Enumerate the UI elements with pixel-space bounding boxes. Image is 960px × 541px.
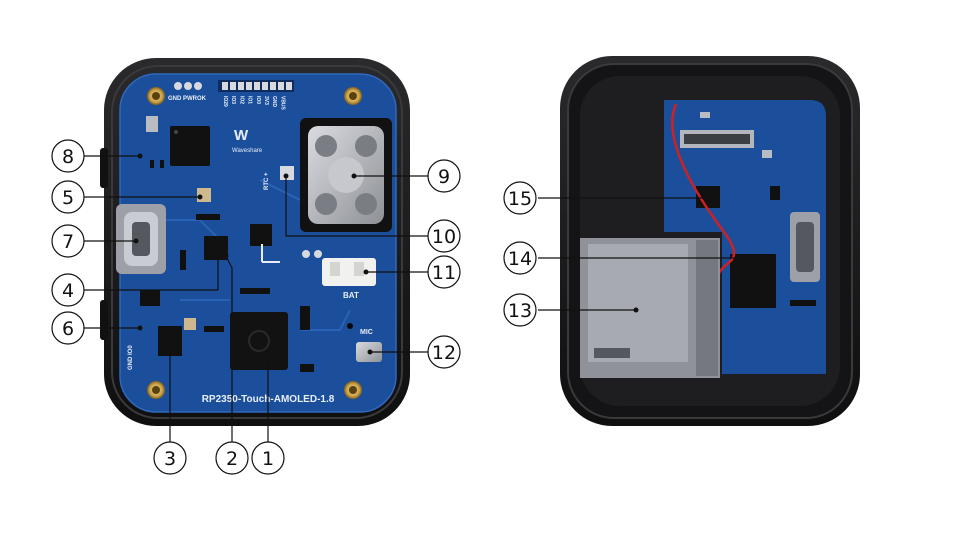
svg-text:6: 6	[62, 318, 74, 340]
svg-text:4: 4	[62, 280, 74, 302]
silk-rtc: RTC +	[264, 172, 270, 190]
silk-pin-label: IO29	[222, 96, 228, 107]
svg-text:10: 10	[432, 226, 456, 248]
smd-part	[184, 318, 196, 330]
callout-dots	[133, 153, 753, 363]
back-view	[560, 56, 860, 426]
rtc-chip	[250, 224, 272, 246]
svg-text:11: 11	[432, 262, 456, 284]
callout-1: 1	[251, 441, 285, 475]
waveshare-logo: W Waveshare	[232, 127, 263, 154]
callout-2: 2	[215, 441, 249, 475]
silk-gnd-pwrok: GND PWROK	[168, 96, 207, 102]
callout-4: 4	[51, 273, 85, 307]
usb-c-port	[116, 204, 166, 274]
rtc-battery	[300, 118, 392, 232]
silk-pin-label: IO3	[230, 96, 236, 104]
callout-6: 6	[51, 311, 85, 345]
pcb-back	[664, 100, 826, 374]
callout-7: 7	[51, 224, 85, 258]
power-button	[140, 290, 160, 306]
callout-5: 5	[51, 180, 85, 214]
rtc-pad	[280, 166, 294, 180]
svg-text:8: 8	[62, 146, 74, 168]
callout-3: 3	[153, 441, 187, 475]
callout-11: 11	[427, 255, 461, 289]
rp2350-mcu	[230, 312, 288, 370]
svg-text:1: 1	[262, 448, 274, 470]
silk-pin-label: IO1	[247, 96, 253, 104]
callout-labels: 8 5 7 4 6 3 2 1	[51, 139, 537, 475]
silk-bat: BAT	[343, 291, 359, 300]
svg-text:7: 7	[62, 231, 74, 253]
svg-text:5: 5	[62, 187, 74, 209]
silk-pin-label: IO2	[238, 96, 244, 104]
callout-9: 9	[427, 159, 461, 193]
callout-12: 12	[427, 335, 461, 369]
front-view: GND PWROK W Waveshare	[100, 58, 410, 426]
svg-text:14: 14	[508, 248, 532, 270]
silk-bottom-left: GND IO0	[128, 345, 134, 370]
smd-part	[146, 116, 158, 132]
imu-chip	[170, 126, 210, 166]
silk-pin-label: VBUS	[279, 96, 285, 111]
callout-15: 15	[503, 181, 537, 215]
svg-text:3: 3	[164, 448, 176, 470]
svg-text:13: 13	[508, 300, 532, 322]
svg-text:W: W	[234, 127, 249, 144]
axis-marker	[261, 244, 280, 263]
sd-card-slot	[580, 238, 720, 378]
svg-text:9: 9	[438, 166, 450, 188]
memory-chip	[730, 254, 776, 308]
svg-text:12: 12	[432, 342, 456, 364]
silk-pin-label: GND	[271, 96, 277, 108]
callout-8: 8	[51, 139, 85, 173]
side-button-top	[100, 148, 108, 188]
callout-10: 10	[427, 219, 461, 253]
svg-text:Waveshare: Waveshare	[232, 148, 263, 154]
silk-pin-label: 3V3	[263, 96, 269, 105]
battery-connector	[322, 258, 376, 286]
silk-pin-label: IO0	[255, 96, 261, 104]
pin-header	[174, 80, 294, 92]
callouts	[84, 155, 750, 442]
svg-text:15: 15	[508, 188, 532, 210]
svg-text:2: 2	[226, 448, 238, 470]
silk-mic: MIC	[360, 329, 373, 336]
antenna-wire	[671, 103, 736, 277]
side-button-bottom	[100, 300, 108, 340]
callout-14: 14	[503, 241, 537, 275]
callout-13: 13	[503, 293, 537, 327]
